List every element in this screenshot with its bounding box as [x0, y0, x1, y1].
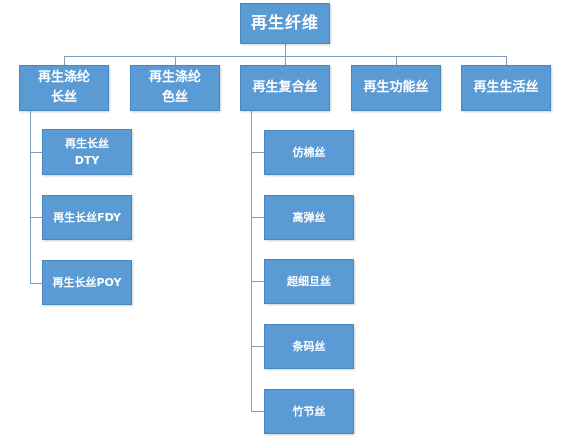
root-connector: [285, 44, 286, 56]
node-high-stretch-yarn: 高弹丝: [264, 195, 354, 240]
long-filament-branch-1: [30, 152, 42, 153]
composite-branch-1: [251, 152, 264, 153]
node-label: 高弹丝: [292, 210, 326, 224]
node-recycled-polyester-color: 再生涤纶 色丝: [130, 65, 220, 111]
long-filament-spine: [30, 111, 31, 284]
composite-branch-2: [251, 217, 264, 218]
node-label: 再生功能丝: [363, 79, 429, 95]
node-recycled-polyester-long: 再生涤纶 长丝: [19, 65, 109, 111]
long-filament-branch-2: [30, 217, 42, 218]
long-filament-branch-3: [30, 283, 42, 284]
node-slub-yarn: 竹节丝: [264, 389, 354, 434]
root-node-label: 再生纤维: [250, 13, 319, 33]
node-long-filament-poy: 再生长丝POY: [42, 260, 132, 305]
composite-branch-4: [251, 346, 264, 347]
composite-branch-3: [251, 281, 264, 282]
node-stripe-yarn: 条码丝: [264, 324, 354, 369]
node-label: 竹节丝: [292, 404, 326, 418]
level1-drop-4: [396, 56, 397, 65]
node-cotton-like-yarn: 仿棉丝: [264, 130, 354, 175]
node-long-filament-dty: 再生长丝 DTY: [42, 129, 132, 175]
root-node: 再生纤维: [240, 3, 330, 44]
node-label: 仿棉丝: [292, 145, 326, 159]
node-label: 再生长丝FDY: [53, 210, 121, 224]
level1-drop-1: [64, 56, 65, 65]
composite-spine: [251, 111, 252, 412]
node-recycled-functional: 再生功能丝: [351, 65, 441, 111]
level1-drop-3: [285, 56, 286, 65]
node-long-filament-fdy: 再生长丝FDY: [42, 195, 132, 240]
level1-drop-2: [175, 56, 176, 65]
level1-drop-5: [506, 56, 507, 65]
node-recycled-composite: 再生复合丝: [240, 65, 330, 111]
node-microfiber-yarn: 超细旦丝: [264, 259, 354, 304]
node-label: 再生长丝POY: [52, 275, 122, 289]
node-recycled-living: 再生生活丝: [461, 65, 551, 111]
node-label: 再生复合丝: [252, 79, 318, 95]
node-label: 再生涤纶 长丝: [37, 69, 90, 105]
node-label: 再生涤纶 色丝: [148, 69, 201, 105]
node-label: 条码丝: [292, 339, 326, 353]
node-label: 超细旦丝: [287, 274, 331, 288]
node-label: 再生长丝 DTY: [65, 136, 109, 167]
composite-branch-5: [251, 411, 264, 412]
node-label: 再生生活丝: [473, 79, 539, 95]
